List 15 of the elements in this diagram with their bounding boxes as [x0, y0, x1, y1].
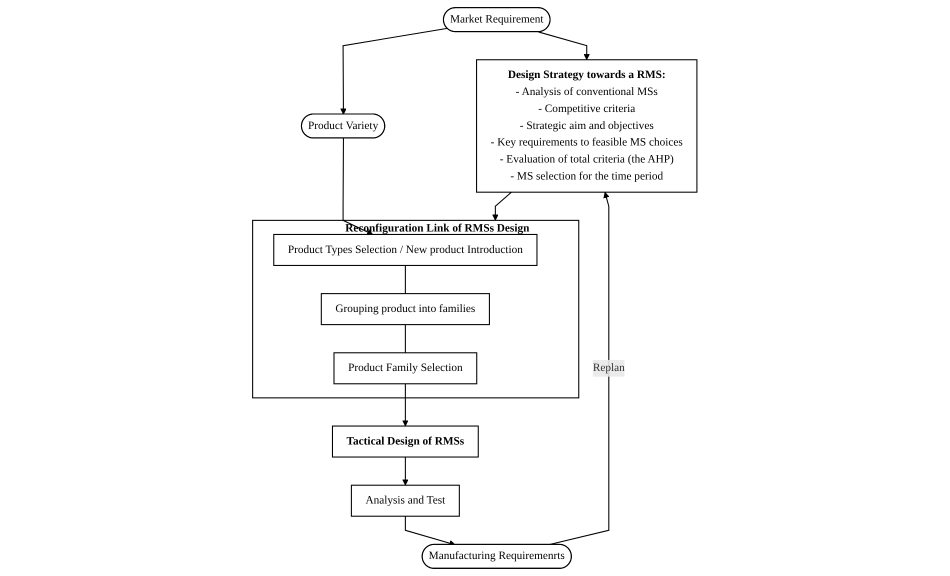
- arrow: [402, 457, 409, 486]
- connector: [405, 265, 406, 294]
- arrow: [538, 31, 590, 60]
- node-box: Analysis and Test: [351, 484, 460, 517]
- node-box: Design Strategy towards a RMS: - Analysis of conventional MSs - Competitive criteria - Strategic aim and objectives - Key requirements to feasible MS choices - Evaluation of total criteria (the AHP) - MS selection for the time period: [476, 59, 698, 193]
- node-box: Product Types Selection / New product Introduction: [273, 234, 538, 266]
- node-box: Tactical Design of RMSs: [332, 426, 479, 458]
- node-box: Product Family Selection: [334, 352, 478, 384]
- node-box: Grouping product into families: [321, 293, 490, 326]
- arrow: [402, 384, 409, 426]
- arrow: [492, 192, 512, 221]
- arrow: [340, 28, 448, 115]
- edge-label: Replan: [593, 362, 625, 374]
- connector: [405, 324, 406, 353]
- arrow: [342, 138, 374, 235]
